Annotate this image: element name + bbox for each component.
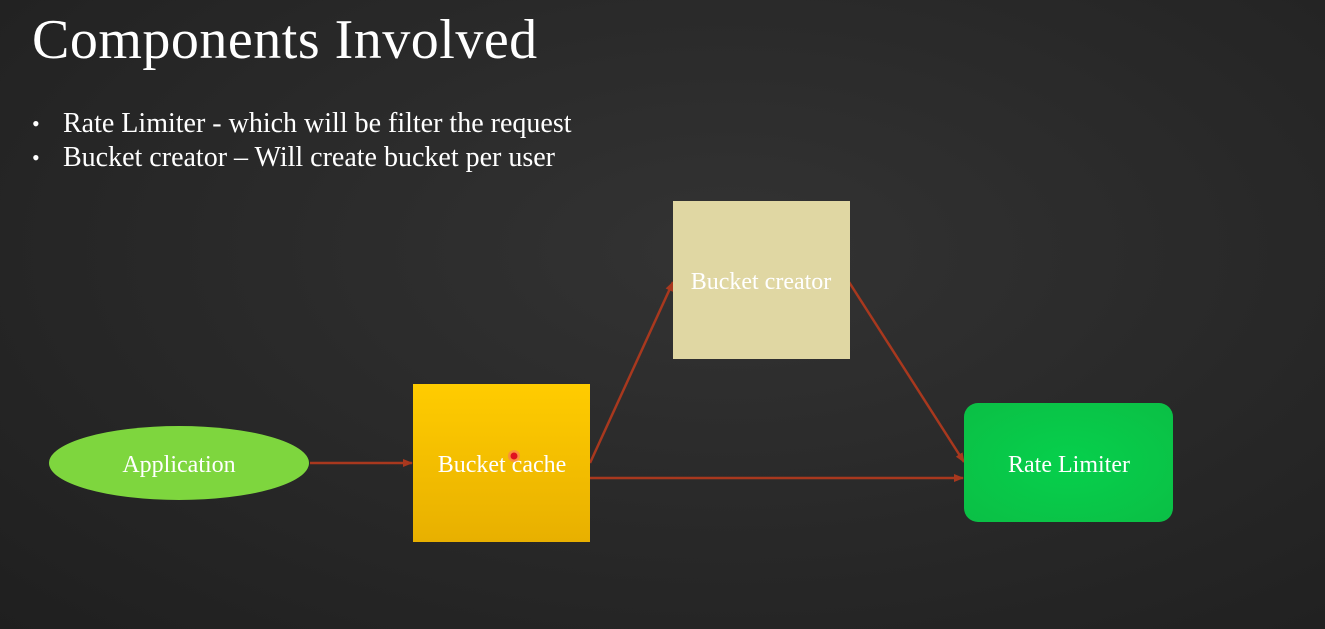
edge-bucket-creator-to-rate-limiter xyxy=(847,281,966,463)
node-bucket-creator: Bucket creator xyxy=(673,201,850,359)
bullet-list: • Rate Limiter - which will be filter th… xyxy=(30,107,572,175)
node-rate-limiter: Rate Limiter xyxy=(964,403,1173,522)
laser-pointer-icon xyxy=(508,450,520,462)
bullet-dot-icon: • xyxy=(32,145,40,170)
bullet-dot-icon: • xyxy=(32,111,40,136)
bullet-item-bucket-creator: • Bucket creator – Will create bucket pe… xyxy=(30,141,572,175)
node-rate-limiter-label: Rate Limiter xyxy=(1008,452,1130,478)
bullet-text: Rate Limiter - which will be filter the … xyxy=(63,108,572,139)
node-application: Application xyxy=(49,426,309,500)
node-bucket-cache-label: Bucket cache xyxy=(438,452,567,478)
node-application-label: Application xyxy=(122,452,235,478)
slide-title: Components Involved xyxy=(32,9,538,71)
edge-bucket-cache-to-bucket-creator xyxy=(588,281,675,464)
node-bucket-cache: Bucket cache xyxy=(413,384,590,542)
bullet-item-rate-limiter: • Rate Limiter - which will be filter th… xyxy=(30,107,572,141)
bullet-text: Bucket creator – Will create bucket per … xyxy=(63,142,556,173)
node-bucket-creator-label: Bucket creator xyxy=(691,269,832,295)
